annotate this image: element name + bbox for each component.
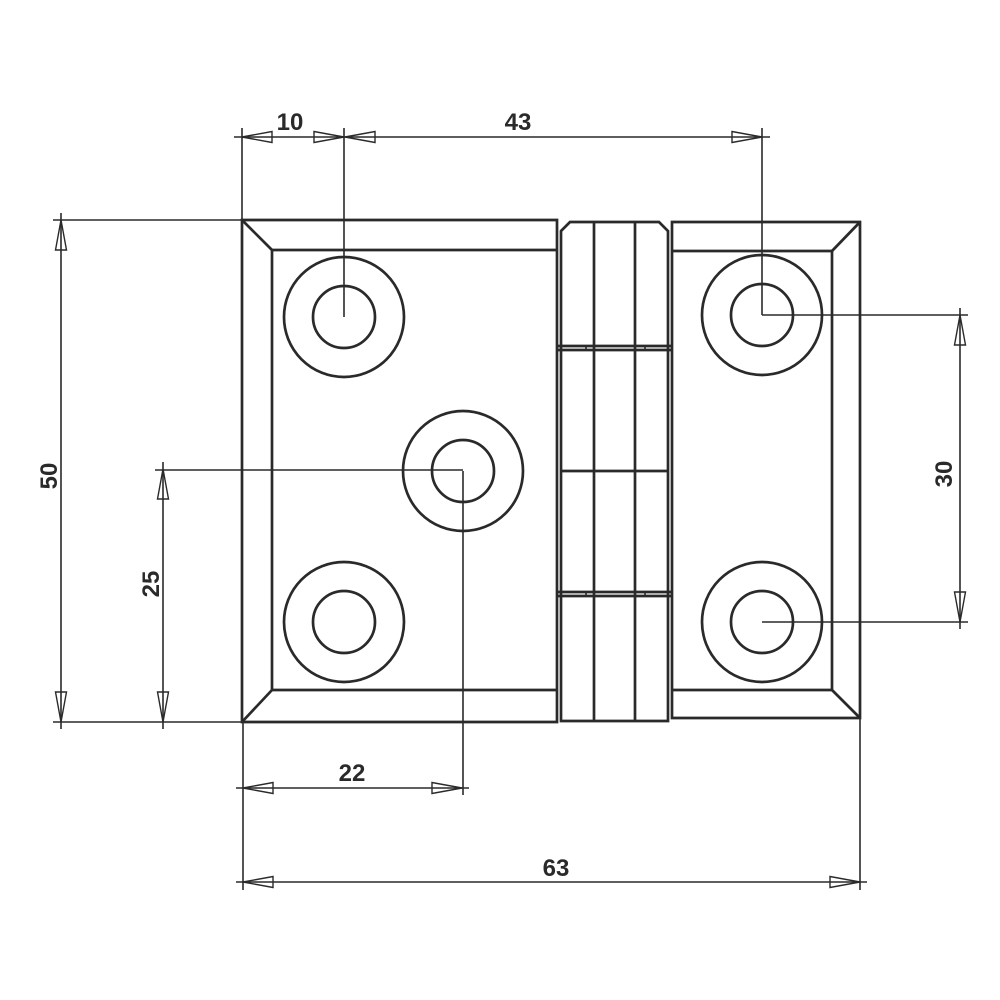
dim-label-10: 10: [277, 109, 304, 136]
dim-label-63: 63: [543, 855, 570, 882]
arrow-43-left: [344, 130, 376, 144]
dim-label-43: 43: [505, 109, 532, 136]
barrel-outline: [559, 220, 670, 723]
arrow-43-right: [731, 130, 763, 144]
dim-label-50: 50: [36, 463, 63, 490]
dim-label-30: 30: [931, 461, 958, 488]
left-leaf-corner-chamfer-bottom: [241, 689, 273, 723]
arrow-63-right: [829, 875, 861, 889]
right-leaf-corner-chamfer-top: [831, 221, 861, 252]
arrow-50-bottom: [54, 691, 68, 723]
hole-bottom-left-countersink: [282, 560, 406, 684]
left-leaf-corner-chamfer-top: [241, 219, 273, 251]
arrow-30-top: [953, 314, 967, 346]
arrow-22-right: [431, 781, 463, 795]
arrow-25-bottom: [156, 691, 170, 723]
arrow-10-left: [241, 130, 273, 144]
right-leaf-corner-chamfer-bottom: [831, 689, 861, 719]
arrow-22-left: [242, 781, 274, 795]
dim-label-25: 25: [138, 571, 165, 598]
arrow-50-top: [54, 219, 68, 251]
arrow-10-right: [313, 130, 345, 144]
hole-bottom-left-bore: [311, 589, 377, 655]
dim-label-22: 22: [339, 760, 366, 787]
arrow-30-bottom: [953, 591, 967, 623]
dimension-lines: [53, 128, 968, 890]
dimension-arrowheads: [54, 130, 967, 889]
arrow-63-left: [242, 875, 274, 889]
dimension-labels: 10 43 50 25 30 22 63: [36, 109, 958, 882]
arrow-25-top: [156, 468, 170, 500]
hinge-outline: [240, 218, 862, 724]
